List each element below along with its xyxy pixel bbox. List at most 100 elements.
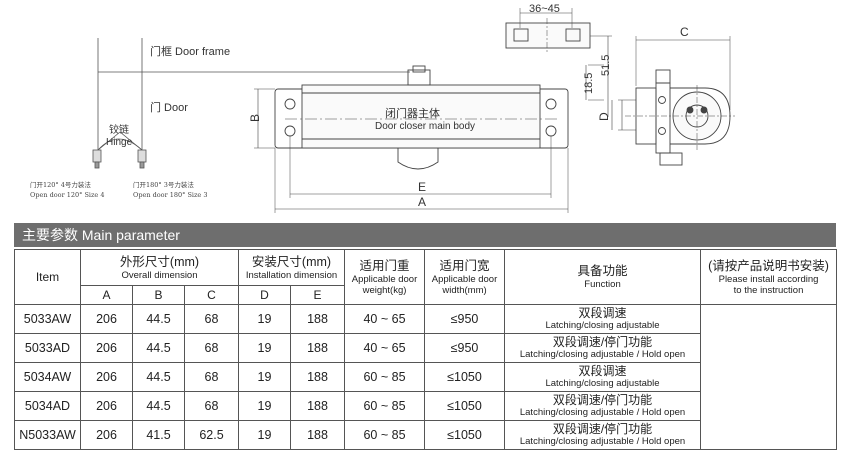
cell-a: 206	[80, 391, 133, 421]
header-width-en1: Applicable door	[431, 273, 498, 285]
dim-36-45-label: 36~45	[529, 3, 560, 15]
closer-side-view	[618, 36, 735, 166]
cell-width: ≤950	[424, 333, 506, 363]
subheader-b: B	[132, 285, 185, 305]
function-en: Latching/closing adjustable	[545, 320, 660, 331]
cell-item: 5034AD	[14, 391, 81, 421]
cell-item: N5033AW	[14, 420, 81, 450]
cell-width: ≤1050	[424, 391, 506, 421]
cell-c: 62.5	[184, 420, 239, 450]
note-left-cn: 门开120° 4号力装法	[30, 180, 91, 189]
header-note-cn: (请按产品说明书安装)	[708, 258, 829, 273]
body-label-cn: 闭门器主体	[385, 106, 440, 120]
header-install-cn: 安装尺寸(mm)	[251, 254, 332, 269]
note-right-en: Open door 180° Size 3	[133, 191, 207, 199]
cell-note	[700, 304, 838, 450]
header-function-cn: 具备功能	[577, 264, 628, 278]
cell-b: 44.5	[132, 333, 185, 363]
header-note-en1: Please install according	[718, 273, 819, 285]
door-sketch	[92, 38, 410, 169]
hinge-label-cn: 铰链	[109, 123, 129, 136]
main-parameter-band: 主要参数 Main parameter	[14, 223, 836, 247]
parameter-table: Item 外形尺寸(mm) Overall dimension 安装尺寸(mm)…	[14, 249, 838, 450]
door-label: 门 Door	[150, 100, 188, 114]
header-install-en: Installation dimension	[245, 269, 338, 281]
door-frame-label: 门框 Door frame	[150, 44, 230, 58]
subheader-c: C	[184, 285, 239, 305]
header-note-en2: to the instruction	[733, 284, 804, 296]
cell-weight: 40 ~ 65	[344, 304, 426, 334]
cell-b: 41.5	[132, 420, 185, 450]
bracket-top-view	[505, 8, 613, 130]
header-note: (请按产品说明书安装) Please install according to …	[700, 249, 838, 305]
cell-a: 206	[80, 362, 133, 392]
dim-b-label: B	[248, 114, 262, 122]
header-overall-cn: 外形尺寸(mm)	[119, 254, 200, 269]
cell-width: ≤1050	[424, 420, 506, 450]
function-cn: 双段调速/停门功能	[552, 335, 653, 349]
cell-e: 188	[289, 420, 346, 450]
cell-d: 19	[238, 420, 291, 450]
cell-width: ≤950	[424, 304, 506, 334]
cell-a: 206	[80, 420, 133, 450]
dim-18-5-label: 18.5	[583, 73, 595, 94]
cell-d: 19	[238, 304, 291, 334]
function-en: Latching/closing adjustable / Hold open	[519, 349, 686, 360]
dim-a-label: A	[418, 195, 426, 209]
cell-item: 5033AW	[14, 304, 81, 334]
header-overall-en: Overall dimension	[121, 269, 198, 281]
cell-c: 68	[184, 333, 239, 363]
cell-e: 188	[289, 391, 346, 421]
function-cn: 双段调速	[578, 306, 627, 320]
header-weight-cn: 适用门重	[359, 258, 410, 273]
cell-d: 19	[238, 391, 291, 421]
function-cn: 双段调速/停门功能	[552, 393, 653, 407]
subheader-d: D	[238, 285, 291, 305]
cell-weight: 60 ~ 85	[344, 362, 426, 392]
cell-e: 188	[289, 304, 346, 334]
header-weight-en2: weight(kg)	[362, 284, 407, 296]
header-item: Item	[14, 249, 81, 305]
cell-b: 44.5	[132, 391, 185, 421]
technical-drawing: 门框 Door frame 门 Door 铰链 Hinge 门开120° 4号力…	[30, 3, 735, 213]
cell-a: 206	[80, 333, 133, 363]
function-cn: 双段调速	[578, 364, 627, 378]
subheader-a: A	[80, 285, 133, 305]
subheader-e: E	[289, 285, 346, 305]
cell-item: 5033AD	[14, 333, 81, 363]
hinge-label-en: Hinge	[106, 137, 133, 148]
header-width-cn: 适用门宽	[439, 258, 490, 273]
cell-weight: 60 ~ 85	[344, 420, 426, 450]
cell-weight: 60 ~ 85	[344, 391, 426, 421]
header-width: 适用门宽 Applicable door width(mm)	[424, 249, 506, 305]
cell-b: 44.5	[132, 362, 185, 392]
cell-c: 68	[184, 362, 239, 392]
cell-b: 44.5	[132, 304, 185, 334]
cell-item: 5034AW	[14, 362, 81, 392]
header-overall: 外形尺寸(mm) Overall dimension	[80, 249, 239, 286]
cell-width: ≤1050	[424, 362, 506, 392]
function-cn: 双段调速/停门功能	[552, 422, 653, 436]
header-function-en: Function	[584, 279, 621, 290]
cell-d: 19	[238, 333, 291, 363]
note-left-en: Open door 120° Size 4	[30, 191, 104, 199]
cell-e: 188	[289, 362, 346, 392]
cell-c: 68	[184, 391, 239, 421]
header-install: 安装尺寸(mm) Installation dimension	[237, 249, 346, 286]
body-label-en: Door closer main body	[375, 121, 475, 132]
header-weight: 适用门重 Applicable door weight(kg)	[344, 249, 426, 305]
function-en: Latching/closing adjustable / Hold open	[519, 407, 686, 418]
dim-d-label: D	[597, 112, 611, 121]
closer-body-front	[254, 65, 569, 213]
cell-a: 206	[80, 304, 133, 334]
header-weight-en1: Applicable door	[351, 273, 418, 285]
